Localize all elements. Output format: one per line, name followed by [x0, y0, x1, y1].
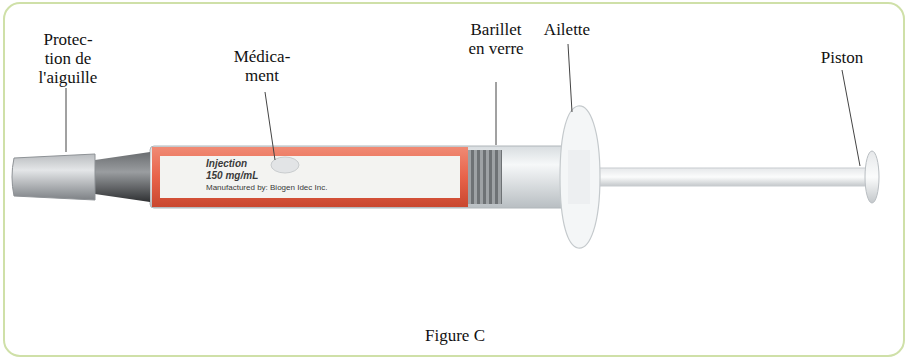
- finger-flange: [560, 106, 600, 248]
- leader-line: [66, 88, 67, 152]
- needle-shield: [12, 154, 95, 200]
- glass-barrel: [150, 146, 565, 208]
- leader-line: [568, 44, 572, 112]
- leader-line: [265, 92, 275, 160]
- part-label: Médica- ment: [230, 47, 294, 85]
- leader-line: [496, 82, 497, 145]
- figure-caption: Figure C: [425, 326, 485, 346]
- part-label: Protec- tion de l'aiguille: [31, 30, 105, 87]
- frame-border: [4, 3, 904, 356]
- plunger-cap: [865, 151, 879, 203]
- label-panel: [160, 156, 460, 198]
- part-label: Barillet en verre: [466, 20, 526, 58]
- part-label: Piston: [821, 48, 864, 67]
- stopper: [468, 150, 502, 204]
- part-label: Ailette: [544, 20, 590, 39]
- flange-collar: [568, 150, 590, 204]
- needle-hub: [95, 152, 150, 202]
- printed-text: Manufactured by: Biogen Idec Inc.: [206, 183, 327, 193]
- leader-line: [842, 70, 860, 166]
- medication-label: [152, 147, 468, 207]
- plunger-rod: [585, 168, 870, 186]
- printed-text: Injection: [206, 158, 247, 170]
- printed-text: 150 mg/mL: [206, 170, 258, 182]
